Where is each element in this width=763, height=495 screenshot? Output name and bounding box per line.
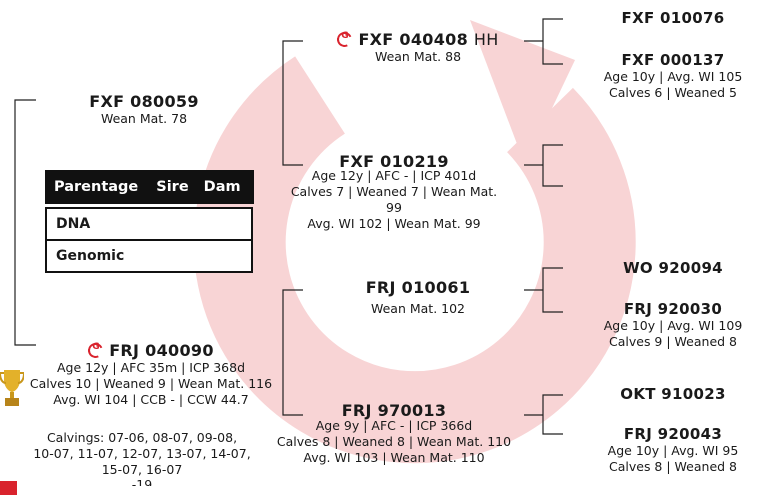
ggp-ss-sire-node[interactable]: FXF 010076 bbox=[588, 9, 758, 27]
ggp-ss-sire-id: FXF 010076 bbox=[621, 9, 725, 27]
genomic-tested-icon bbox=[335, 29, 355, 50]
genomic-tested-icon bbox=[86, 340, 106, 361]
dam-dam-detail-3: Avg. WI 103 | Wean Mat. 110 bbox=[303, 450, 485, 465]
parentage-row-genomic: Genomic bbox=[47, 239, 251, 271]
ggp-ds-dam-detail-2: Calves 9 | Weaned 8 bbox=[609, 334, 737, 349]
dam-sire-detail: Wean Mat. 102 bbox=[370, 301, 466, 316]
sire-dam-detail-1: Age 12y | AFC - | ICP 401d bbox=[311, 168, 477, 183]
animal-node[interactable]: FRJ 040090 Age 12y | AFC 35m | ICP 368d … bbox=[20, 340, 282, 408]
ggp-ds-dam-node[interactable]: FRJ 920030 Age 10y | Avg. WI 109 Calves … bbox=[588, 300, 758, 350]
ggp-dd-dam-id: FRJ 920043 bbox=[623, 425, 723, 443]
dam-dam-id: FRJ 970013 bbox=[341, 401, 447, 420]
calvings-block: Calvings: 07-06, 08-07, 09-08, 10-07, 11… bbox=[20, 430, 264, 486]
sire-id: FXF 080059 bbox=[89, 92, 199, 111]
ggp-ss-dam-id: FXF 000137 bbox=[621, 51, 725, 69]
animal-id: FRJ 040090 bbox=[109, 341, 214, 360]
sire-sire-id-line: FXF 040408 HH bbox=[318, 29, 518, 50]
ggp-dd-dam-detail-2: Calves 8 | Weaned 8 bbox=[609, 459, 737, 474]
sire-dam-node[interactable]: FXF 010219 Age 12y | AFC - | ICP 401d Ca… bbox=[283, 152, 505, 232]
ggp-dd-dam-detail-1: Age 10y | Avg. WI 95 bbox=[607, 443, 739, 458]
sire-dam-detail-2: Calves 7 | Weaned 7 | Wean Mat. 99 bbox=[290, 184, 498, 215]
ggp-ds-dam-detail-1: Age 10y | Avg. WI 109 bbox=[603, 318, 743, 333]
calvings-line-1: Calvings: 07-06, 08-07, 09-08, bbox=[46, 430, 238, 445]
dam-dam-detail-1: Age 9y | AFC - | ICP 366d bbox=[315, 418, 473, 433]
sire-dam-id: FXF 010219 bbox=[339, 152, 449, 171]
trophy-icon bbox=[0, 370, 24, 406]
parentage-header-label: Parentage bbox=[54, 179, 139, 195]
ggp-ss-dam-node[interactable]: FXF 000137 Age 10y | Avg. WI 105 Calves … bbox=[588, 51, 758, 101]
ggp-ss-dam-detail-1: Age 10y | Avg. WI 105 bbox=[603, 69, 743, 84]
parentage-row-dna: DNA bbox=[56, 216, 91, 232]
dam-sire-node[interactable]: FRJ 010061 Wean Mat. 102 bbox=[318, 278, 518, 317]
calvings-line-2: 10-07, 11-07, 12-07, 13-07, 14-07, bbox=[33, 446, 251, 461]
parentage-body: DNA Genomic bbox=[45, 207, 253, 273]
animal-detail-3: Avg. WI 104 | CCB - | CCW 44.7 bbox=[53, 392, 249, 407]
sire-dam-detail-3: Avg. WI 102 | Wean Mat. 99 bbox=[307, 216, 481, 231]
ggp-ds-sire-node[interactable]: WO 920094 bbox=[588, 259, 758, 277]
parentage-header-dam: Dam bbox=[203, 179, 241, 195]
animal-id-line: FRJ 040090 bbox=[20, 340, 282, 361]
ggp-ds-sire-id: WO 920094 bbox=[623, 259, 723, 277]
red-tag-icon bbox=[0, 481, 17, 495]
ggp-ds-dam-id: FRJ 920030 bbox=[623, 300, 723, 318]
dam-dam-detail-2: Calves 8 | Weaned 8 | Wean Mat. 110 bbox=[276, 434, 512, 449]
dam-dam-node[interactable]: FRJ 970013 Age 9y | AFC - | ICP 366d Cal… bbox=[276, 401, 512, 466]
ggp-ss-dam-detail-2: Calves 6 | Weaned 5 bbox=[609, 85, 737, 100]
ggp-dd-sire-id: OKT 910023 bbox=[620, 385, 726, 403]
sire-sire-suffix: HH bbox=[473, 30, 499, 49]
calvings-line-3: 15-07, 16-07 bbox=[101, 462, 183, 477]
calvings-extra: -19 bbox=[131, 478, 153, 486]
sire-sire-detail: Wean Mat. 88 bbox=[374, 49, 462, 64]
sire-sire-id: FXF 040408 bbox=[358, 30, 468, 49]
sire-detail: Wean Mat. 78 bbox=[100, 111, 188, 126]
parentage-header-sire: Sire bbox=[156, 179, 189, 195]
ggp-dd-sire-node[interactable]: OKT 910023 bbox=[588, 385, 758, 403]
dam-sire-id: FRJ 010061 bbox=[365, 278, 471, 297]
ggp-dd-dam-node[interactable]: FRJ 920043 Age 10y | Avg. WI 95 Calves 8… bbox=[588, 425, 758, 475]
parentage-header: Parentage Sire Dam bbox=[45, 170, 254, 204]
animal-detail-2: Calves 10 | Weaned 9 | Wean Mat. 116 bbox=[29, 376, 273, 391]
sire-node[interactable]: FXF 080059 Wean Mat. 78 bbox=[60, 92, 228, 127]
parentage-table: Parentage Sire Dam DNA Genomic bbox=[45, 170, 254, 273]
animal-detail-1: Age 12y | AFC 35m | ICP 368d bbox=[56, 360, 245, 375]
sire-sire-node[interactable]: FXF 040408 HH Wean Mat. 88 bbox=[318, 29, 518, 65]
